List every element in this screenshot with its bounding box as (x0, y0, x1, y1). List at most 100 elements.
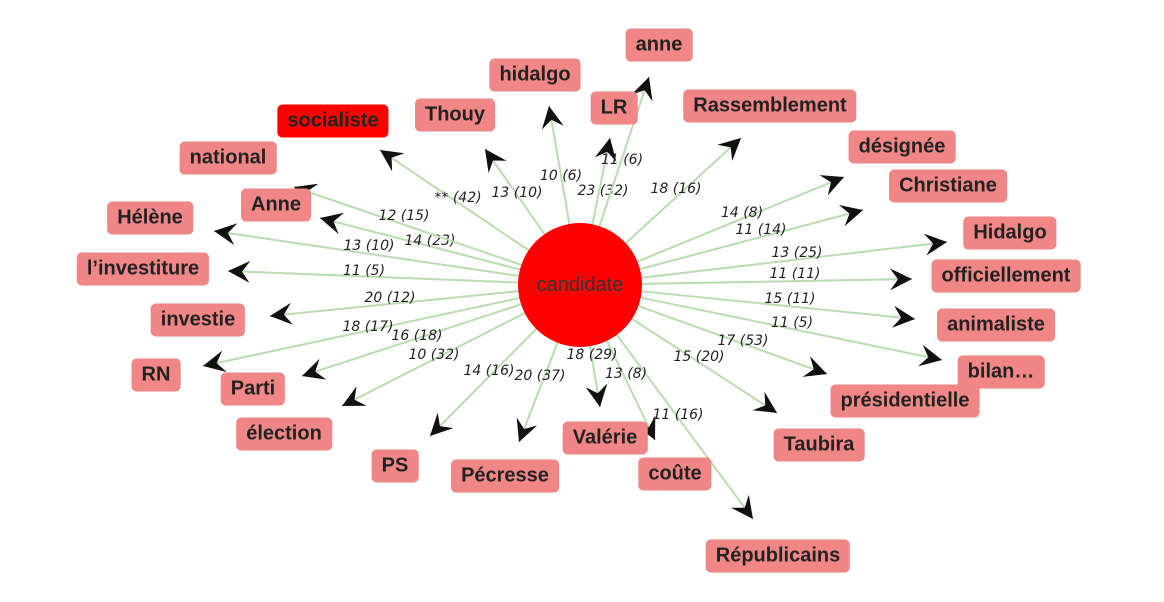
edge-label-RN: 18 (17) (342, 319, 393, 335)
edge-line-Hidalgo (639, 241, 948, 280)
edge-label-bilan: 11 (5) (771, 315, 813, 331)
node-LR[interactable]: LR (590, 91, 638, 125)
edge-line-presidentielle (636, 304, 828, 375)
edge-arrow-bilan (918, 344, 942, 367)
edge-arrow-animaliste (892, 305, 915, 328)
center-node-candidate[interactable]: candidate (518, 223, 642, 347)
edge-arrow-Rassemblement (717, 138, 741, 161)
edge-label-Helene: 13 (10) (343, 238, 394, 254)
node-election[interactable]: élection (236, 417, 332, 451)
edge-arrow-RN (203, 350, 227, 373)
edge-line-officiellement (639, 278, 913, 285)
edge-arrow-socialiste (380, 150, 405, 172)
node-investiture[interactable]: l’investiture (76, 252, 210, 286)
node-anne[interactable]: anne (625, 28, 693, 62)
node-officiellement[interactable]: officiellement (931, 259, 1081, 293)
center-node-label: candidate (536, 273, 624, 296)
edge-line-Republicains (614, 332, 754, 520)
edge-label-presidentielle: 17 (53) (717, 333, 768, 349)
edge-line-national (293, 186, 524, 267)
node-Anne[interactable]: Anne (241, 188, 311, 222)
edge-arrow-officiellement (889, 268, 912, 291)
edge-label-Valerie: 18 (29) (566, 347, 617, 363)
node-bilan[interactable]: bilan… (957, 355, 1045, 389)
node-Thouy[interactable]: Thouy (415, 98, 495, 132)
edge-label-anne: 11 (6) (601, 152, 643, 168)
edge-arrow-Anne (320, 212, 344, 235)
edge-label-Republicains: 11 (16) (652, 407, 703, 423)
node-Parti[interactable]: Parti (220, 372, 286, 406)
edge-arrow-Pecresse (516, 417, 538, 442)
node-national[interactable]: national (179, 141, 277, 175)
edge-line-Helene (213, 230, 521, 278)
node-Taubira[interactable]: Taubira (773, 428, 865, 462)
node-animaliste[interactable]: animaliste (937, 308, 1055, 342)
edge-line-Pecresse (518, 340, 560, 443)
edge-line-election (341, 311, 527, 407)
node-Valerie[interactable]: Valérie (562, 421, 648, 455)
edge-label-coute: 13 (8) (605, 366, 647, 382)
edge-label-designee: 14 (8) (721, 205, 763, 221)
node-socialiste[interactable]: socialiste (277, 104, 389, 138)
edge-arrow-investie (270, 302, 293, 325)
edge-arrow-Valerie (585, 383, 608, 407)
node-Christiane[interactable]: Christiane (889, 169, 1007, 203)
edge-arrow-hidalgo (541, 106, 564, 130)
node-hidalgo[interactable]: hidalgo (489, 58, 581, 92)
node-coute[interactable]: coûte (638, 457, 712, 491)
node-Rassemblement[interactable]: Rassemblement (683, 89, 857, 123)
edge-label-Thouy: 13 (10) (491, 185, 542, 201)
node-Hidalgo[interactable]: Hidalgo (963, 216, 1057, 250)
edge-line-bilan (638, 296, 943, 361)
node-Republicains[interactable]: Républicains (705, 539, 851, 573)
edge-arrow-Republicains (731, 494, 753, 519)
edge-arrow-investiture (228, 260, 251, 283)
edge-line-Christiane (637, 209, 864, 271)
edge-line-Anne (319, 217, 523, 271)
edge-label-LR: 23 (32) (577, 183, 628, 199)
edge-line-anne (597, 76, 650, 229)
edge-line-hidalgo (548, 105, 571, 227)
edge-label-Taubira: 15 (20) (673, 349, 724, 365)
edge-label-investie: 20 (12) (364, 290, 415, 306)
edge-label-socialiste: ** (42) (434, 190, 481, 206)
edge-label-Parti: 16 (18) (391, 328, 442, 344)
edge-line-RN (202, 296, 522, 367)
edge-arrow-presidentielle (802, 356, 827, 377)
edge-line-investie (269, 289, 521, 317)
node-designee[interactable]: désignée (848, 130, 956, 164)
edge-arrow-Parti (302, 358, 327, 380)
edge-line-Rassemblement (623, 137, 742, 246)
node-Pecresse[interactable]: Pécresse (451, 459, 559, 493)
node-investie[interactable]: investie (150, 303, 246, 337)
edge-arrow-LR (594, 138, 617, 162)
edge-line-Taubira (629, 316, 778, 414)
edge-arrow-Christiane (838, 205, 863, 227)
edge-label-investiture: 11 (5) (343, 263, 385, 279)
edge-label-national: 12 (15) (378, 208, 429, 224)
edge-arrow-Helene (214, 223, 238, 246)
edge-label-election: 10 (32) (408, 347, 459, 363)
edge-arrow-election (342, 386, 367, 406)
edge-label-Anne: 14 (23) (404, 233, 455, 249)
node-presidentielle[interactable]: présidentielle (830, 384, 980, 418)
edge-label-Pecresse: 20 (37) (514, 368, 565, 384)
edge-arrow-Thouy (485, 149, 507, 174)
edge-label-hidalgo: 10 (6) (540, 168, 582, 184)
node-RN[interactable]: RN (131, 358, 181, 392)
node-Helene[interactable]: Hélène (107, 201, 193, 235)
node-PS[interactable]: PS (371, 449, 419, 483)
edge-line-PS (429, 326, 539, 437)
edge-label-Hidalgo: 13 (25) (771, 245, 822, 261)
edge-arrow-designee (819, 175, 844, 196)
edge-line-investiture (227, 270, 521, 284)
edge-line-Thouy (484, 148, 547, 237)
edge-arrow-Taubira (752, 391, 777, 413)
edge-arrow-PS (430, 412, 454, 436)
edge-label-Christiane: 11 (14) (735, 222, 786, 238)
edge-label-Rassemblement: 18 (16) (650, 181, 701, 197)
edge-arrow-Hidalgo (923, 233, 947, 256)
edge-line-animaliste (639, 290, 916, 320)
